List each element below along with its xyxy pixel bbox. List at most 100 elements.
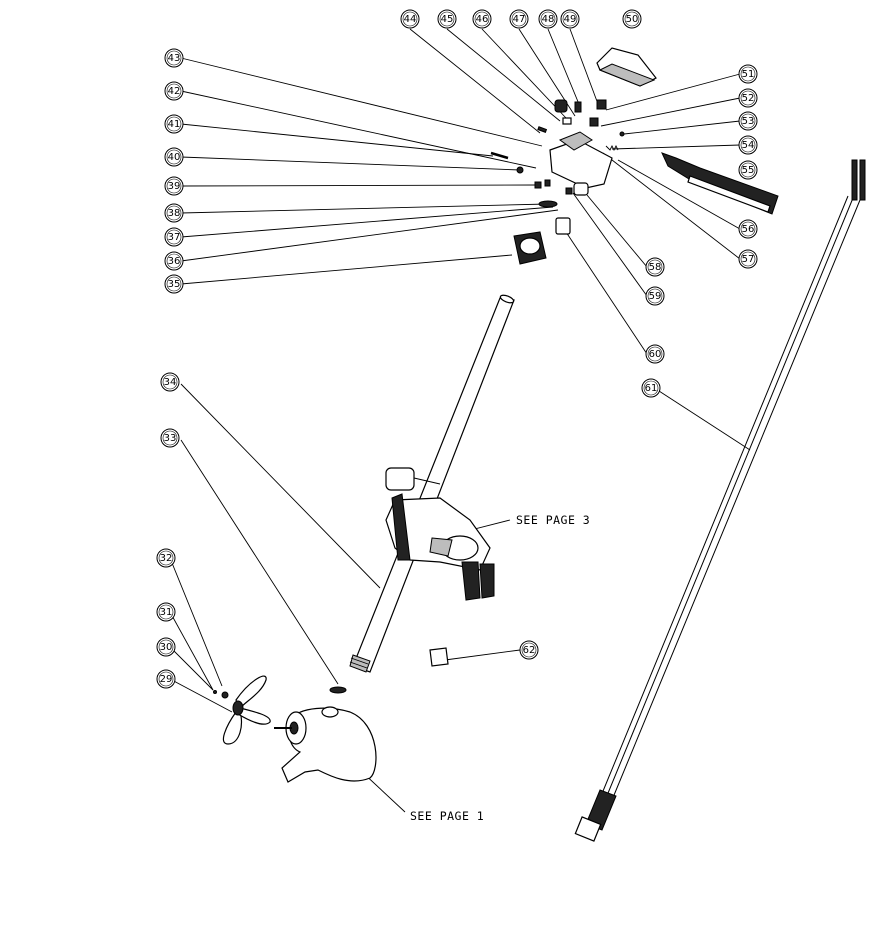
callout-circle (560, 9, 580, 29)
callout-inner-circle (647, 346, 663, 362)
callout-inner-circle (740, 66, 756, 82)
callout-circle (645, 344, 665, 364)
callout-circle (400, 9, 420, 29)
callout-38: 38 (164, 203, 184, 223)
callout-inner-circle (540, 11, 556, 27)
callout-inner-circle (624, 11, 640, 27)
callout-circle (738, 219, 758, 239)
callout-circle (538, 9, 558, 29)
see-page-1-label: SEE PAGE 1 (410, 809, 484, 823)
callout-47: 47 (509, 9, 529, 29)
callout-circle (641, 378, 661, 398)
callout-circle (156, 548, 176, 568)
callout-inner-circle (474, 11, 490, 27)
callout-circle (164, 114, 184, 134)
callout-number: 54 (742, 140, 755, 151)
callout-37: 37 (164, 227, 184, 247)
callout-inner-circle (158, 639, 174, 655)
callout-number: 57 (742, 254, 755, 265)
callout-number: 53 (742, 116, 755, 127)
callout-circle (738, 64, 758, 84)
callout-inner-circle (158, 550, 174, 566)
callout-46: 46 (472, 9, 492, 29)
callout-circle (738, 135, 758, 155)
callout-62: 62 (519, 640, 539, 660)
callout-inner-circle (740, 137, 756, 153)
callout-43: 43 (164, 48, 184, 68)
callout-circle (645, 286, 665, 306)
callout-inner-circle (166, 149, 182, 165)
callout-circle (622, 9, 642, 29)
callout-circle (437, 9, 457, 29)
callout-inner-circle (402, 11, 418, 27)
callout-number: 59 (649, 291, 662, 302)
callout-52: 52 (738, 88, 758, 108)
callout-circle (472, 9, 492, 29)
callout-inner-circle (643, 380, 659, 396)
callout-number: 32 (160, 553, 173, 564)
callout-number: 47 (513, 14, 526, 25)
callout-51: 51 (738, 64, 758, 84)
callout-39: 39 (164, 176, 184, 196)
callout-circle (519, 640, 539, 660)
callout-number: 55 (742, 165, 755, 176)
callout-55: 55 (738, 160, 758, 180)
leader-lines (169, 28, 751, 813)
callout-circle (160, 372, 180, 392)
callout-31: 31 (156, 602, 176, 622)
callout-inner-circle (166, 253, 182, 269)
callout-inner-circle (647, 288, 663, 304)
callout-inner-circle (740, 221, 756, 237)
callout-inner-circle (521, 642, 537, 658)
callout-number: 33 (164, 433, 177, 444)
callout-number: 45 (441, 14, 454, 25)
callout-number: 51 (742, 69, 755, 80)
callout-number: 29 (160, 674, 173, 685)
callout-number: 37 (168, 232, 181, 243)
callout-56: 56 (738, 219, 758, 239)
callout-number: 52 (742, 93, 755, 104)
callout-inner-circle (166, 83, 182, 99)
callout-32: 32 (156, 548, 176, 568)
callout-60: 60 (645, 344, 665, 364)
callout-number: 39 (168, 181, 181, 192)
propeller-part (213, 675, 271, 745)
callout-inner-circle (740, 162, 756, 178)
callout-number: 40 (168, 152, 181, 163)
callout-58: 58 (645, 257, 665, 277)
callout-circle (164, 203, 184, 223)
callout-number: 60 (649, 349, 662, 360)
callout-inner-circle (166, 205, 182, 221)
callout-number: 42 (168, 86, 181, 97)
callout-inner-circle (740, 113, 756, 129)
callout-number: 50 (626, 14, 639, 25)
callout-number: 38 (168, 208, 181, 219)
callout-circle (164, 147, 184, 167)
callout-48: 48 (538, 9, 558, 29)
callout-number: 46 (476, 14, 489, 25)
callout-circle (164, 227, 184, 247)
callout-40: 40 (164, 147, 184, 167)
callout-inner-circle (166, 276, 182, 292)
callout-inner-circle (166, 50, 182, 66)
callout-circle (156, 602, 176, 622)
callout-circle (738, 160, 758, 180)
callout-inner-circle (166, 229, 182, 245)
callout-number: 48 (542, 14, 555, 25)
callout-42: 42 (164, 81, 184, 101)
callout-inner-circle (562, 11, 578, 27)
callout-number: 56 (742, 224, 755, 235)
callout-circle (164, 274, 184, 294)
callout-number: 31 (160, 607, 173, 618)
callout-number: 62 (523, 645, 536, 656)
callout-circle (164, 81, 184, 101)
callout-number: 30 (160, 642, 173, 653)
callout-53: 53 (738, 111, 758, 131)
callout-49: 49 (560, 9, 580, 29)
callout-57: 57 (738, 249, 758, 269)
callout-number: 34 (164, 377, 177, 388)
callout-inner-circle (158, 671, 174, 687)
callout-34: 34 (160, 372, 180, 392)
